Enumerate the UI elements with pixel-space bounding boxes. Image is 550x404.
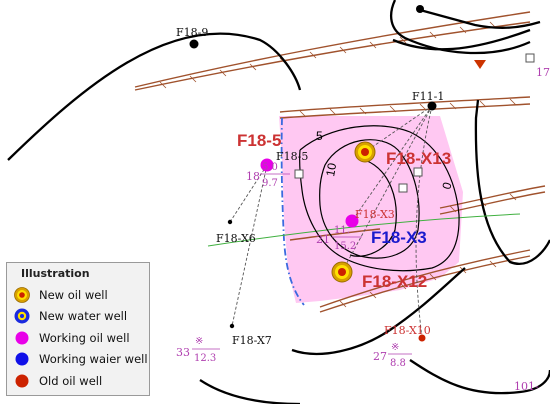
legend-item-working-oil-well: Working oil well [7,327,149,349]
legend-item-old-oil-well: Old oil well [7,370,149,392]
well-label-f18-x10: F18-X10 [384,324,431,337]
annotation-f18-5-bottom: 9.7 [262,178,278,189]
well-label-f18-x12: F18-X12 [362,272,427,291]
well-label-f18-x3-big: F18-X3 [371,228,427,247]
legend-label: New water well [39,309,128,324]
legend-label: Working oil well [39,330,130,345]
annotation-f18-5-number: 18 [246,170,260,183]
working-water-well-icon [15,352,29,366]
contour-label-0: 0 [439,180,454,190]
contour-label-5: 5 [316,129,323,143]
annotation-corner-bottom: 101- [514,380,539,393]
well-label-f18-x13: F18-X13 [386,149,451,168]
well-label-f18-9: F18-9 [176,26,208,39]
legend-title: Illustration [21,267,90,280]
legend-label: Working waier well [39,352,148,367]
annotation-f18-x10-symbol: ※ [391,342,399,353]
new-oil-well-icon [14,286,30,303]
annotation-f18-5-top: 5.0 [262,162,278,173]
well-label-f18-5-big: F18-5 [237,131,281,150]
square-markers [294,53,535,193]
old-oil-well-icon [15,374,29,388]
new-oil-well-f18-x13-marker [354,141,376,163]
legend-label: Old oil well [39,373,103,388]
well-f18-x6-marker [227,219,233,225]
well-trajectories [229,105,433,339]
annotation-f18-x10-number: 27 [373,350,387,363]
working-oil-well-icon [15,331,29,345]
boundary-lines [7,0,550,404]
old-oil-well-f18-x10-marker [418,334,426,342]
annotation-corner-right: 17 [536,66,550,79]
working-oil-well-f18-5-marker [260,158,274,172]
legend-item-new-oil-well: New oil well [7,284,149,306]
working-oil-well-f18-x3-marker [345,214,359,228]
annotation-f18-x10-bottom: 8.8 [390,358,406,369]
contour-label-10: 10 [323,162,339,178]
well-f11-1-marker [427,101,437,111]
red-triangle-marker [474,60,486,69]
well-f18-9-marker [189,39,199,49]
new-water-well-icon [14,308,30,324]
contour-lines [299,125,460,272]
well-label-f18-5-small: F18-5 [276,150,308,163]
legend: Illustration New oil well New water well… [6,262,150,396]
annotation-f18-x7-symbol: ※ [195,336,203,347]
well-f18-x7-marker [229,323,235,329]
annotation-f18-x3-bottom: 15.2 [334,241,356,252]
well-label-f18-x3-small: F18-X3 [355,208,395,221]
legend-label: New oil well [39,287,108,302]
new-oil-well-f18-x12-marker [331,261,353,283]
annotation-f18-x7-bottom: 12.3 [194,353,216,364]
annotation-f18-x7-number: 33 [176,346,190,359]
annotation-f18-x3-number: 21 [316,233,330,246]
well-label-f18-x7: F18-X7 [232,334,272,347]
well-label-f11-1: F11-1 [412,90,444,103]
well-label-f18-x6: F18-X6 [216,232,256,245]
annotation-f18-x3-top: 11. [334,225,350,236]
legend-item-working-water-well: Working waier well [7,349,149,371]
top-black-dot [416,5,424,13]
legend-item-new-water-well: New water well [7,306,149,328]
reservoir-area [279,116,463,303]
